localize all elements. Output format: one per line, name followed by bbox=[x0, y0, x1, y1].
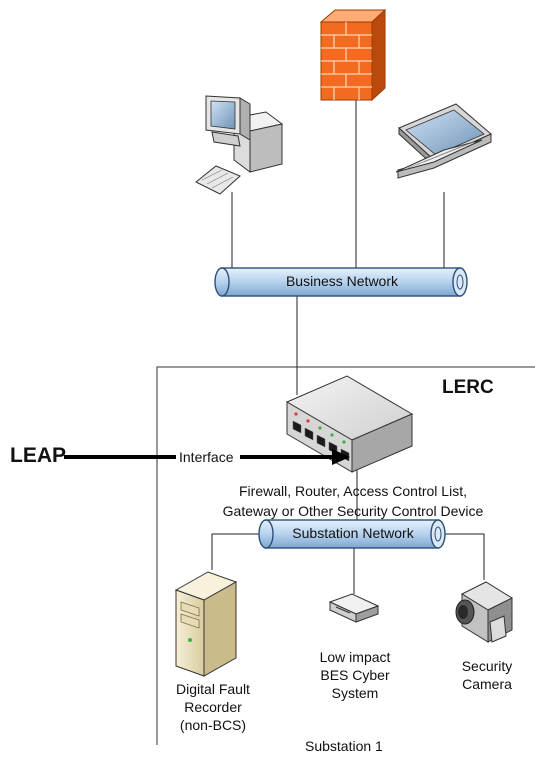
laptop-icon bbox=[395, 103, 492, 179]
dfr-label-line1: Digital Fault bbox=[176, 681, 250, 697]
dfr-label: Digital Fault Recorder (non-BCS) bbox=[158, 680, 268, 734]
security-device-label: Firewall, Router, Access Control List, G… bbox=[196, 481, 510, 521]
dfr-label-line3: (non-BCS) bbox=[179, 717, 247, 733]
security-camera-label-line2: Camera bbox=[462, 676, 512, 692]
connection-lines bbox=[211, 100, 485, 594]
lerc-boundary bbox=[156, 366, 535, 745]
desktop-computer-icon bbox=[195, 95, 284, 195]
security-camera-label: Security Camera bbox=[432, 657, 535, 693]
substation-network-label: Substation Network bbox=[292, 525, 414, 541]
lerc-label: LERC bbox=[442, 377, 494, 398]
dfr-label-line2: Recorder bbox=[184, 699, 242, 715]
video-camera-icon bbox=[455, 581, 514, 643]
firewall-icon bbox=[319, 8, 387, 102]
substation-label: Substation 1 bbox=[305, 738, 383, 754]
business-network-label: Business Network bbox=[285, 273, 399, 289]
leap-arrow bbox=[64, 449, 350, 465]
low-impact-label: Low impact BES Cyber System bbox=[300, 648, 410, 702]
low-impact-label-line1: Low impact bbox=[319, 649, 391, 665]
substation-network-pipe bbox=[258, 519, 446, 549]
security-device-label-line1: Firewall, Router, Access Control List, bbox=[239, 483, 467, 499]
dfr-link bbox=[211, 533, 266, 570]
interface-label: Interface bbox=[177, 449, 236, 465]
leap-label: LEAP bbox=[10, 444, 67, 467]
low-impact-label-line3: System bbox=[331, 685, 379, 701]
low-impact-label-line2: BES Cyber bbox=[320, 667, 390, 683]
server-tower-icon bbox=[174, 571, 238, 677]
small-network-device-icon bbox=[328, 593, 380, 623]
business-network-pipe bbox=[214, 267, 468, 297]
camera-link bbox=[442, 533, 485, 580]
security-device-label-line2: Gateway or Other Security Control Device bbox=[222, 503, 484, 519]
security-camera-label-line1: Security bbox=[461, 658, 513, 674]
